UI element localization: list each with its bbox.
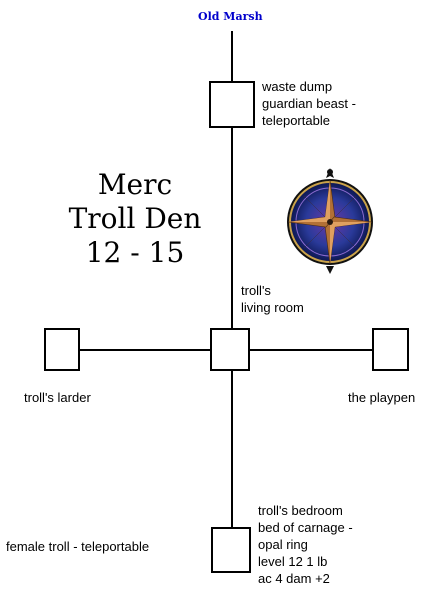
room-waste-dump[interactable] [209, 81, 255, 128]
title-line: Merc [97, 168, 173, 201]
label-line: waste dump [262, 79, 333, 94]
label-bedroom: troll's bedroom bed of carnage - opal ri… [258, 502, 353, 587]
label-line: troll's bedroom [258, 503, 343, 518]
room-bedroom[interactable] [211, 527, 251, 573]
label-line: living room [241, 300, 304, 315]
label-line: level 12 1 lb [258, 554, 328, 569]
label-line: teleportable [262, 113, 330, 128]
label-living-room: troll's living room [241, 282, 304, 316]
path-north-exit [231, 31, 233, 81]
room-living-room[interactable] [210, 328, 250, 371]
path-south [231, 371, 233, 527]
title-line: 12 - 15 [85, 236, 185, 269]
label-female-troll: female troll - teleportable [6, 539, 150, 554]
path-west [79, 349, 211, 351]
label-playpen: the playpen [348, 390, 416, 405]
path-east [249, 349, 373, 351]
room-playpen[interactable] [372, 328, 409, 371]
room-larder[interactable] [44, 328, 80, 371]
label-line: guardian beast - [262, 96, 356, 111]
map-title: Merc Troll Den 12 - 15 [50, 168, 220, 270]
label-larder: troll's larder [24, 390, 91, 405]
label-waste-dump: waste dump guardian beast - teleportable [262, 78, 356, 129]
label-line: bed of carnage - [258, 520, 353, 535]
title-line: Troll Den [68, 202, 202, 235]
exit-old-marsh-link[interactable]: Old Marsh [198, 10, 263, 23]
compass-rose-icon [287, 168, 373, 274]
label-line: opal ring [258, 537, 308, 552]
label-line: troll's [241, 283, 271, 298]
path-dump-to-living [231, 128, 233, 328]
label-line: ac 4 dam +2 [258, 571, 330, 586]
